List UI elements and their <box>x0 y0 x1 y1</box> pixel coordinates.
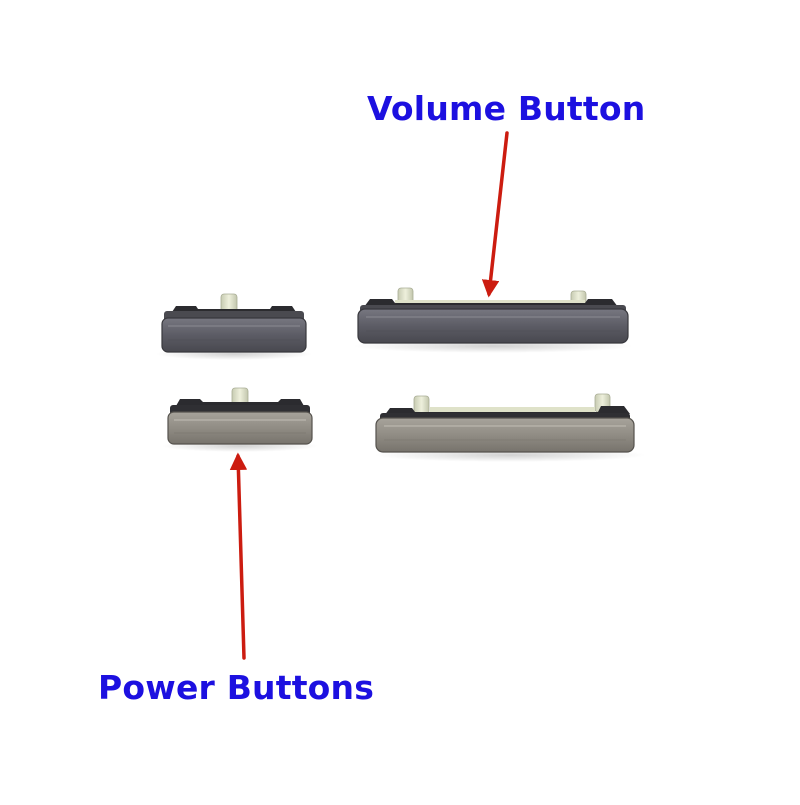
volume-button-dark <box>353 287 633 353</box>
volume-button-silver <box>374 393 646 462</box>
volume-button-label: Volume Button <box>367 89 646 128</box>
stem <box>413 395 430 415</box>
power-button-silver <box>162 387 318 452</box>
power-button-dark <box>156 293 312 360</box>
volume-arrow <box>481 131 509 298</box>
power-buttons-label: Power Buttons <box>98 668 375 707</box>
power-arrow <box>229 452 248 660</box>
